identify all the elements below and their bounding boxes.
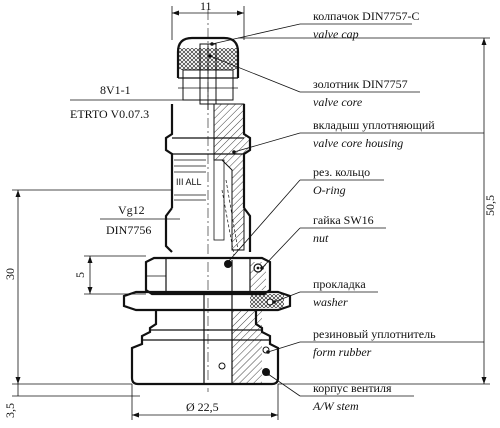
callout-core-ru: золотник DIN7757 — [313, 77, 408, 91]
dim-top-width: 11 — [200, 0, 212, 13]
callout-housing-en: valve core housing — [313, 136, 403, 150]
callout-washer-en: washer — [313, 295, 348, 309]
callout-washer-ru: прокладка — [313, 277, 366, 291]
callout-rubber-en: form rubber — [313, 345, 372, 359]
valve-body: III ALL — [122, 10, 292, 392]
dim-height-30: 30 — [3, 268, 17, 280]
callout-core-en: valve core — [313, 95, 363, 109]
callout-nut-en: nut — [313, 231, 329, 245]
dim-diameter: Ø 22,5 — [186, 400, 219, 414]
callout-stem-ru: корпус вентиля — [313, 381, 392, 395]
dimensions: 11 50,5 30 5 3,5 Ø 22,5 — [3, 0, 497, 420]
dim-height-5: 5 — [73, 272, 87, 278]
label-etrto: ETRTO V0.07.3 — [70, 107, 149, 121]
label-thread: Vg12 — [118, 203, 145, 217]
dim-height-total: 50,5 — [483, 195, 497, 216]
callout-cap-en: valve cap — [313, 27, 359, 41]
callout-cap-ru: колпачок DIN7757-C — [313, 9, 420, 23]
left-labels: 8V1-1 ETRTO V0.07.3 Vg12 DIN7756 — [70, 83, 190, 237]
label-code: 8V1-1 — [100, 83, 131, 97]
callout-rubber-ru: резиновый уплотнитель — [313, 327, 436, 341]
dim-height-3-5: 3,5 — [3, 403, 17, 418]
callouts: колпачок DIN7757-C valve cap золотник DI… — [208, 9, 484, 413]
callout-housing-ru: вкладыш уплотняющий — [313, 118, 435, 132]
callout-oring-ru: рез. кольцо — [313, 165, 370, 179]
callout-oring-en: O-ring — [313, 183, 346, 197]
label-din: DIN7756 — [106, 223, 151, 237]
callout-nut-ru: гайка SW16 — [313, 213, 374, 227]
callout-stem-en: A/W stem — [312, 399, 359, 413]
embossed-text: III ALL — [176, 177, 202, 187]
